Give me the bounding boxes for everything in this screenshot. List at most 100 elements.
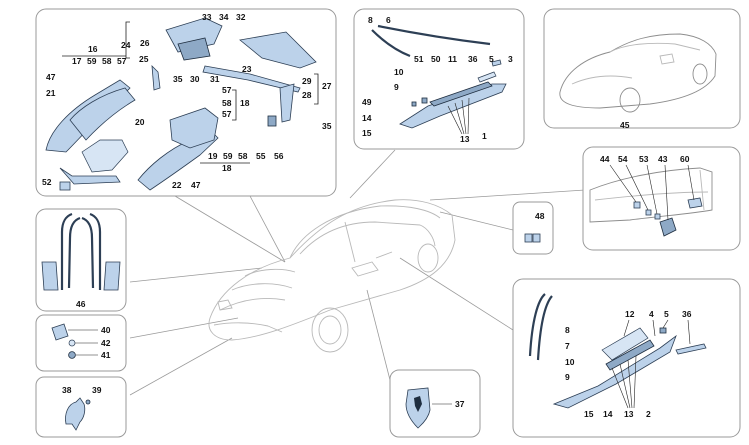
leader-top-center bbox=[349, 149, 396, 199]
panel-sill-upper: 8 6 10 9 51 50 11 36 5 3 49 14 15 13 1 bbox=[353, 8, 525, 150]
part-badge-36 bbox=[477, 71, 497, 83]
part-strip-8b bbox=[528, 293, 546, 357]
callout-25: 25 bbox=[139, 54, 149, 64]
callouts-sill-upper: 8 6 10 9 51 50 11 36 5 3 49 14 15 13 1 bbox=[362, 15, 513, 144]
part-strip-7 bbox=[536, 295, 553, 361]
callout-21: 21 bbox=[46, 88, 56, 98]
callout-13b: 13 bbox=[624, 409, 634, 419]
callout-32: 32 bbox=[236, 12, 246, 22]
callout-line-13a-3 bbox=[461, 99, 467, 135]
callout-26: 26 bbox=[140, 38, 150, 48]
part-pin-25 bbox=[151, 64, 161, 91]
callout-8b: 8 bbox=[565, 325, 570, 335]
part-strip-8 bbox=[371, 29, 411, 58]
callout-11: 11 bbox=[448, 54, 457, 64]
rear-detail-crease bbox=[594, 191, 709, 201]
panel-rear-detail: 44 54 53 43 60 bbox=[582, 146, 741, 251]
part-clip-39 bbox=[85, 399, 91, 405]
rear-detail-edge bbox=[699, 169, 705, 211]
part-a-pillar-strip-right-inner bbox=[81, 216, 95, 289]
callout-5a: 5 bbox=[489, 54, 494, 64]
car-headlight bbox=[217, 299, 233, 311]
panel-underhood: 33 34 32 24 26 16 17 59 58 57 25 47 35 3… bbox=[35, 8, 337, 197]
callout-50: 50 bbox=[431, 54, 441, 64]
panel-windscreen-strips: 46 bbox=[35, 208, 127, 312]
car-side-detail bbox=[375, 251, 393, 259]
callout-15a: 15 bbox=[362, 128, 372, 138]
callout-line-4 bbox=[652, 319, 656, 337]
callout-12: 12 bbox=[625, 309, 635, 319]
callout-36a: 36 bbox=[468, 54, 478, 64]
callout-58c: 58 bbox=[238, 151, 248, 161]
callout-line-43 bbox=[664, 164, 669, 221]
panel-windscreen-frame bbox=[35, 208, 127, 312]
leader-badge-40 bbox=[129, 317, 239, 339]
part-clip-5b bbox=[659, 327, 667, 334]
leader-lines bbox=[129, 149, 586, 396]
callout-17: 17 bbox=[72, 56, 82, 66]
leader-right-mid bbox=[429, 189, 586, 201]
callout-18b: 18 bbox=[222, 163, 232, 173]
callout-52: 52 bbox=[42, 177, 52, 187]
part-badge-40 bbox=[51, 323, 69, 341]
overview-car-body bbox=[559, 33, 717, 109]
part-sill-trim-2 bbox=[552, 334, 677, 409]
part-clip-52 bbox=[59, 181, 71, 191]
part-clip-55 bbox=[267, 115, 277, 127]
callout-20: 20 bbox=[135, 117, 145, 127]
car-window-line bbox=[299, 221, 436, 255]
callout-line-13b-1 bbox=[611, 367, 629, 409]
part-a-pillar-strip-left-inner bbox=[67, 216, 81, 289]
callout-47b: 47 bbox=[191, 180, 201, 190]
panel-shield: 37 bbox=[389, 369, 481, 438]
part-clip-53 bbox=[654, 213, 661, 220]
panel-car-overview-frame bbox=[543, 8, 741, 129]
callout-7: 7 bbox=[565, 341, 570, 351]
car-body-outline bbox=[208, 199, 456, 341]
panel-car-overview: 45 bbox=[543, 8, 741, 130]
panel-sill-lower: 8 7 10 9 12 4 5 36 15 14 13 2 bbox=[512, 278, 741, 438]
part-nut-41 bbox=[68, 351, 76, 359]
panel-badge-48: 48 bbox=[512, 201, 554, 255]
callout-49: 49 bbox=[362, 97, 372, 107]
central-car bbox=[208, 199, 456, 353]
part-cowl-box-30 bbox=[177, 37, 211, 61]
callout-14a: 14 bbox=[362, 113, 372, 123]
callout-58b: 58 bbox=[222, 98, 232, 108]
part-clip-44 bbox=[633, 201, 641, 209]
car-front-bumper bbox=[213, 322, 283, 333]
overview-side-window bbox=[659, 53, 675, 65]
part-pillar-trim-right bbox=[103, 261, 121, 291]
callout-line-53 bbox=[646, 164, 658, 215]
car-rear-wheel bbox=[417, 243, 439, 273]
panel-sill-upper-frame bbox=[353, 8, 525, 150]
bracket-27 bbox=[314, 73, 319, 105]
car-hood-crease-a bbox=[219, 298, 286, 311]
car-front-wheel-rim bbox=[318, 315, 342, 345]
callout-43: 43 bbox=[658, 154, 668, 164]
callout-23: 23 bbox=[242, 64, 252, 74]
callout-10a: 10 bbox=[394, 67, 404, 77]
callouts-underhood: 33 34 32 24 26 16 17 59 58 57 25 47 35 3… bbox=[42, 12, 332, 190]
part-inner-lining-right bbox=[169, 107, 219, 149]
car-front-wheel bbox=[311, 307, 349, 353]
callout-14b: 14 bbox=[603, 409, 613, 419]
callout-59b: 59 bbox=[223, 151, 233, 161]
callout-18a: 18 bbox=[240, 98, 250, 108]
part-wiper-cover-27 bbox=[239, 31, 317, 69]
callout-16: 16 bbox=[88, 44, 98, 54]
callout-38: 38 bbox=[62, 385, 72, 395]
part-badge-48-right bbox=[532, 233, 541, 243]
callout-2: 2 bbox=[646, 409, 651, 419]
callout-33: 33 bbox=[202, 12, 212, 22]
part-bottom-brace bbox=[59, 167, 121, 185]
panel-badge-48-frame bbox=[512, 201, 554, 255]
leader-top-left-b bbox=[249, 195, 286, 263]
callout-19: 19 bbox=[208, 151, 218, 161]
callout-45: 45 bbox=[620, 120, 630, 130]
callout-line-13a-2 bbox=[454, 102, 465, 135]
callout-22: 22 bbox=[172, 180, 182, 190]
shield-horse-icon bbox=[414, 396, 422, 412]
callout-line-13b-4 bbox=[633, 355, 637, 409]
overview-rear-wheel bbox=[692, 63, 708, 85]
